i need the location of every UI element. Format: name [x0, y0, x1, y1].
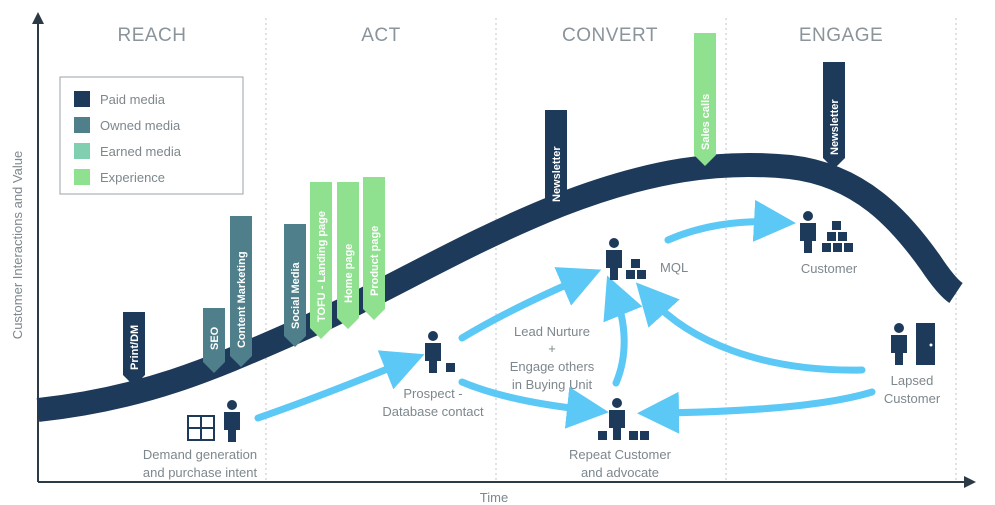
- stage-convert: CONVERT: [562, 25, 658, 46]
- boxes-icon: [629, 431, 649, 440]
- person-icon: [609, 398, 625, 440]
- flag-sales-calls: Sales calls: [694, 33, 716, 166]
- flag-seo: SEO: [203, 308, 225, 373]
- mql-label: MQL: [660, 260, 688, 275]
- legend-label-owned: Owned media: [100, 118, 181, 133]
- customer-value-curve: [36, 152, 964, 422]
- window-icon: [187, 415, 215, 441]
- flag-seo-label: SEO: [209, 326, 221, 350]
- flag-social-media: Social Media: [284, 224, 306, 347]
- arrow-mql-to-customer: [664, 199, 796, 244]
- flow-arrows: [254, 199, 876, 434]
- repeat-node: Repeat Customer and advocate: [569, 398, 672, 480]
- y-axis-label: Customer Interactions and Value: [10, 151, 25, 339]
- person-icon: [891, 323, 907, 365]
- nurture-line-2: +: [548, 341, 556, 356]
- arrow-demand-to-prospect: [254, 350, 425, 422]
- box-icon: [598, 431, 607, 440]
- legend-swatch-paid: [74, 91, 90, 107]
- box-icon: [446, 363, 455, 372]
- flag-newsletter-convert-label: Newsletter: [551, 146, 563, 202]
- flag-newsletter-convert: Newsletter: [545, 110, 567, 216]
- stage-act: ACT: [361, 25, 401, 46]
- mql-node: MQL: [606, 238, 688, 280]
- prospect-node: Prospect - Database contact: [382, 331, 484, 419]
- flag-newsletter-engage-label: Newsletter: [829, 99, 841, 155]
- x-axis-label: Time: [480, 490, 508, 505]
- repeat-label-2: and advocate: [581, 465, 659, 480]
- nurture-line-1: Lead Nurture: [514, 324, 590, 339]
- legend-swatch-experience: [74, 169, 90, 185]
- boxes-icon: [626, 259, 646, 279]
- customer-label: Customer: [801, 261, 858, 276]
- flag-tofu-landing-page: TOFU - Landing page: [310, 182, 332, 339]
- legend-swatch-earned: [74, 143, 90, 159]
- demand-label-2: and purchase intent: [143, 465, 258, 480]
- customer-node: Customer: [800, 211, 858, 276]
- person-icon: [800, 211, 816, 253]
- prospect-label-2: Database contact: [382, 404, 484, 419]
- flag-tofu-landing-page-label: TOFU - Landing page: [316, 211, 328, 322]
- flag-print-dm-label: Print/DM: [129, 325, 141, 370]
- legend-swatch-owned: [74, 117, 90, 133]
- arrow-prospect-to-repeat: [458, 378, 609, 429]
- y-axis-arrow-icon: [32, 12, 44, 24]
- stage-reach: REACH: [117, 25, 186, 46]
- lapsed-node: Lapsed Customer: [884, 323, 941, 406]
- legend-box: [59, 76, 244, 195]
- flag-content-marketing-label: Content Marketing: [236, 251, 248, 348]
- demand-node: Demand generation and purchase intent: [143, 400, 258, 480]
- flag-product-page: Product page: [363, 177, 385, 320]
- lead-nurture-note: Lead Nurture + Engage others in Buying U…: [510, 324, 595, 392]
- boxes-icon: [822, 221, 853, 252]
- nurture-line-4: in Buying Unit: [512, 377, 593, 392]
- legend: Paid media Owned media Earned media Expe…: [59, 76, 244, 195]
- lapsed-label-2: Customer: [884, 391, 941, 406]
- flag-product-page-label: Product page: [369, 226, 381, 296]
- flag-social-media-label: Social Media: [290, 261, 302, 329]
- door-icon: [916, 323, 935, 365]
- flag-home-page: Home page: [337, 182, 359, 329]
- flag-newsletter-engage: Newsletter: [823, 62, 845, 169]
- flag-content-marketing: Content Marketing: [230, 216, 252, 367]
- person-icon: [224, 400, 240, 442]
- arrow-lapsed-to-repeat: [637, 388, 876, 434]
- touchpoint-flags: Print/DM SEO Content Marketing Social Me…: [123, 33, 845, 386]
- flag-home-page-label: Home page: [343, 244, 355, 303]
- lapsed-label-1: Lapsed: [891, 373, 934, 388]
- flag-print-dm: Print/DM: [123, 312, 145, 386]
- stage-engage: ENGAGE: [799, 25, 883, 46]
- legend-label-experience: Experience: [100, 170, 165, 185]
- x-axis-arrow-icon: [964, 476, 976, 488]
- nurture-line-3: Engage others: [510, 359, 595, 374]
- prospect-label-1: Prospect -: [403, 386, 462, 401]
- stage-dividers: [265, 18, 957, 480]
- arrow-prospect-to-mql: [458, 267, 602, 342]
- demand-label-1: Demand generation: [143, 447, 257, 462]
- arrow-repeat-to-mql: [603, 275, 643, 387]
- legend-label-paid: Paid media: [100, 92, 166, 107]
- repeat-label-1: Repeat Customer: [569, 447, 672, 462]
- person-icon: [606, 238, 622, 280]
- arrow-lapsed-to-mql: [635, 282, 866, 374]
- legend-label-earned: Earned media: [100, 144, 182, 159]
- person-icon: [425, 331, 441, 373]
- flag-sales-calls-label: Sales calls: [700, 94, 712, 150]
